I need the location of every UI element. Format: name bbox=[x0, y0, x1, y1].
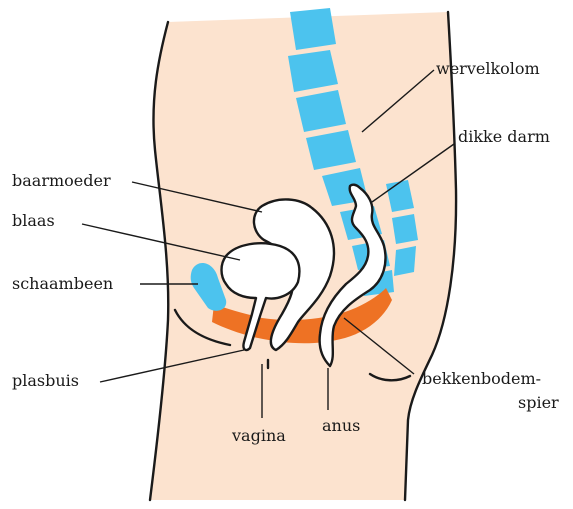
label-bekkenbodem-line2: spier bbox=[518, 393, 559, 412]
label-baarmoeder: baarmoeder bbox=[12, 171, 111, 190]
label-wervelkolom: wervelkolom bbox=[436, 59, 540, 78]
label-schaambeen: schaambeen bbox=[12, 274, 113, 293]
label-dikke-darm: dikke darm bbox=[458, 127, 550, 146]
label-bekkenbodem-line1: bekkenbodem- bbox=[422, 369, 541, 388]
label-anus: anus bbox=[322, 416, 360, 435]
label-plasbuis: plasbuis bbox=[12, 371, 79, 390]
label-blaas: blaas bbox=[12, 211, 55, 230]
label-vagina: vagina bbox=[231, 426, 286, 445]
